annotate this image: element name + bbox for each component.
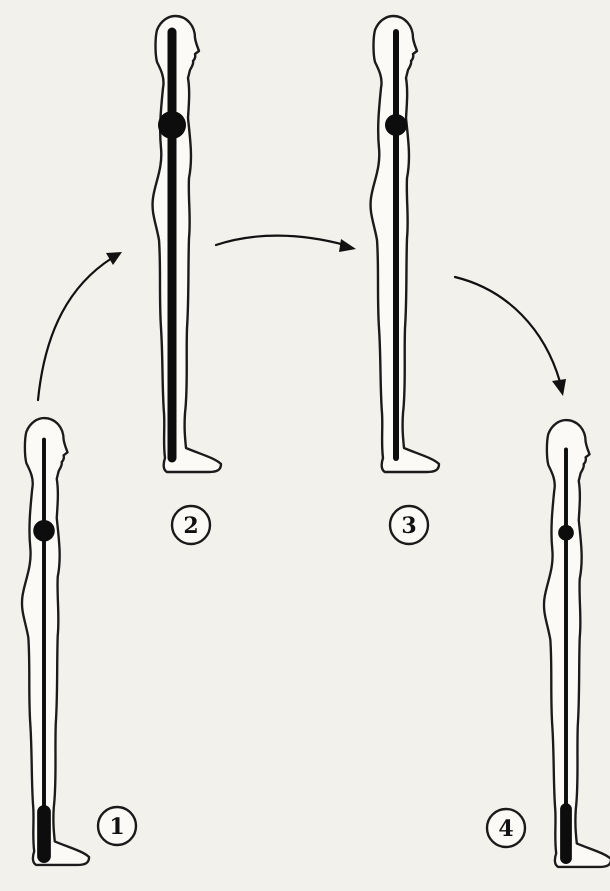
- step-badge-1: 1: [98, 807, 136, 845]
- step-badge-4: 4: [487, 809, 525, 847]
- step-label-4: 4: [498, 816, 513, 842]
- figure-2-center-marker: [158, 111, 186, 139]
- arrow-1-to-2: [38, 252, 122, 400]
- figure-1: [22, 418, 89, 865]
- figure-4-outline: [544, 420, 610, 867]
- step-badge-2: 2: [172, 506, 210, 544]
- figure-2: [153, 16, 221, 472]
- step-label-2: 2: [183, 513, 198, 539]
- arrow-3-to-4: [455, 277, 566, 396]
- figure-3: [371, 16, 439, 472]
- step-badge-3: 3: [390, 506, 428, 544]
- figure-4: [544, 420, 610, 867]
- figure-1-center-marker: [33, 520, 55, 542]
- figure-2-outline: [153, 16, 221, 472]
- figure-3-outline: [371, 16, 439, 472]
- arrow-2-to-3: [216, 236, 356, 252]
- figure-4-center-marker: [558, 525, 574, 541]
- figure-3-center-marker: [385, 114, 407, 136]
- figure-1-outline: [22, 418, 89, 865]
- step-label-3: 3: [401, 513, 416, 539]
- step-label-1: 1: [109, 814, 124, 840]
